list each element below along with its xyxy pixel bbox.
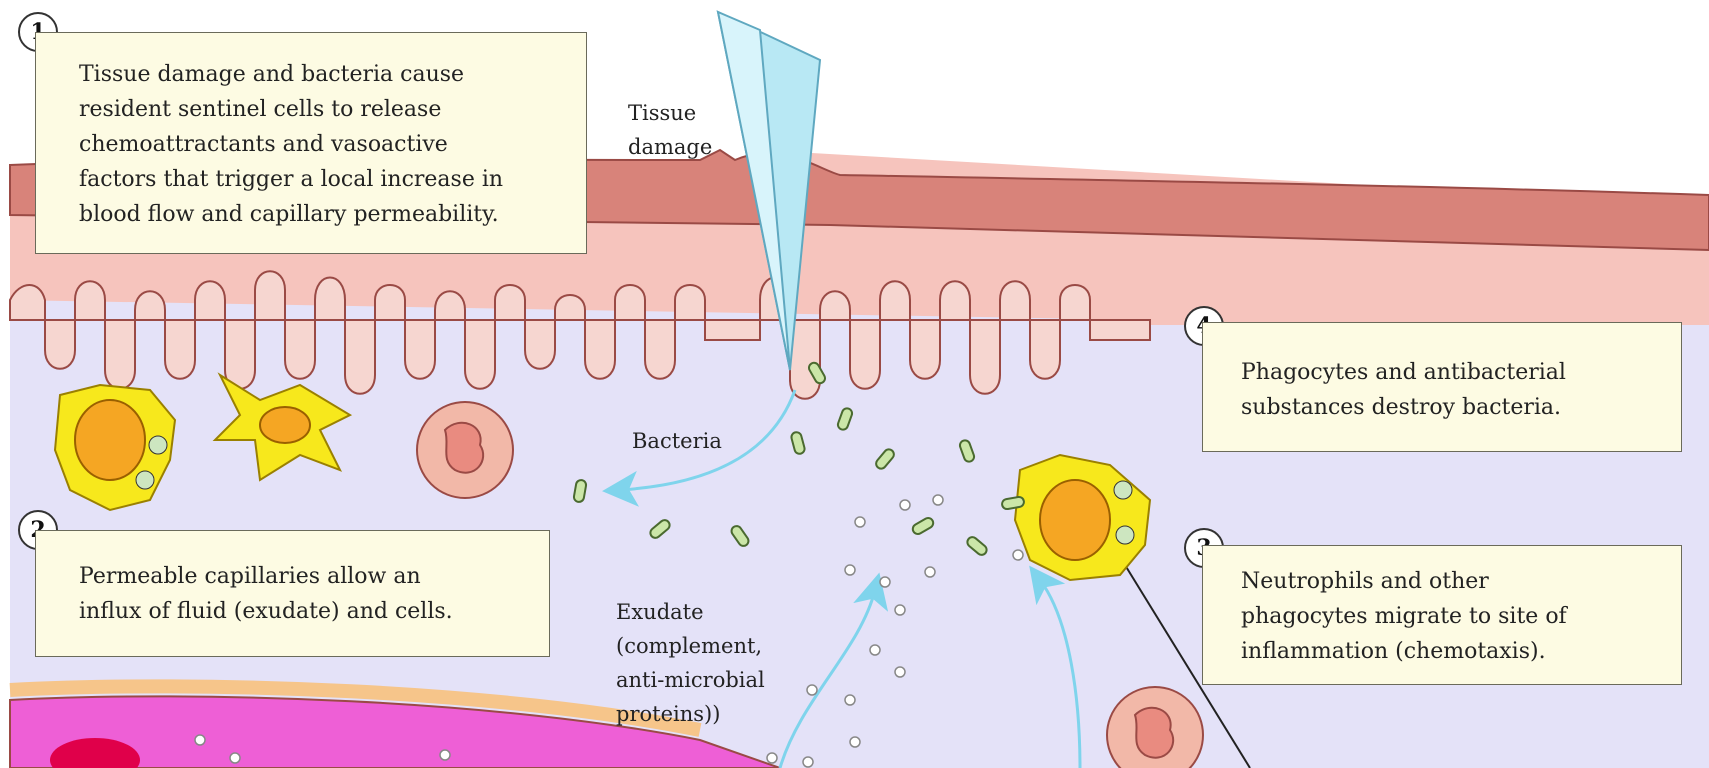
step-3-callout: Neutrophils and other phagocytes migrate… — [1202, 545, 1682, 685]
exudate-label: Exudate (complement, anti-microbial prot… — [616, 595, 765, 731]
step-1-text: Tissue damage and bacteria cause residen… — [79, 57, 586, 232]
neutrophil-cell — [417, 402, 513, 498]
step-4-callout: Phagocytes and antibacterial substances … — [1202, 322, 1682, 452]
step-2-text: Permeable capillaries allow an influx of… — [79, 559, 549, 629]
step-2-callout: Permeable capillaries allow an influx of… — [35, 530, 550, 657]
step-4-text: Phagocytes and antibacterial substances … — [1241, 355, 1681, 425]
bacteria-label: Bacteria — [632, 424, 722, 458]
step-1-callout: Tissue damage and bacteria cause residen… — [35, 32, 587, 254]
tissue-damage-label: Tissue damage — [628, 96, 712, 164]
step-3-text: Neutrophils and other phagocytes migrate… — [1241, 564, 1681, 669]
